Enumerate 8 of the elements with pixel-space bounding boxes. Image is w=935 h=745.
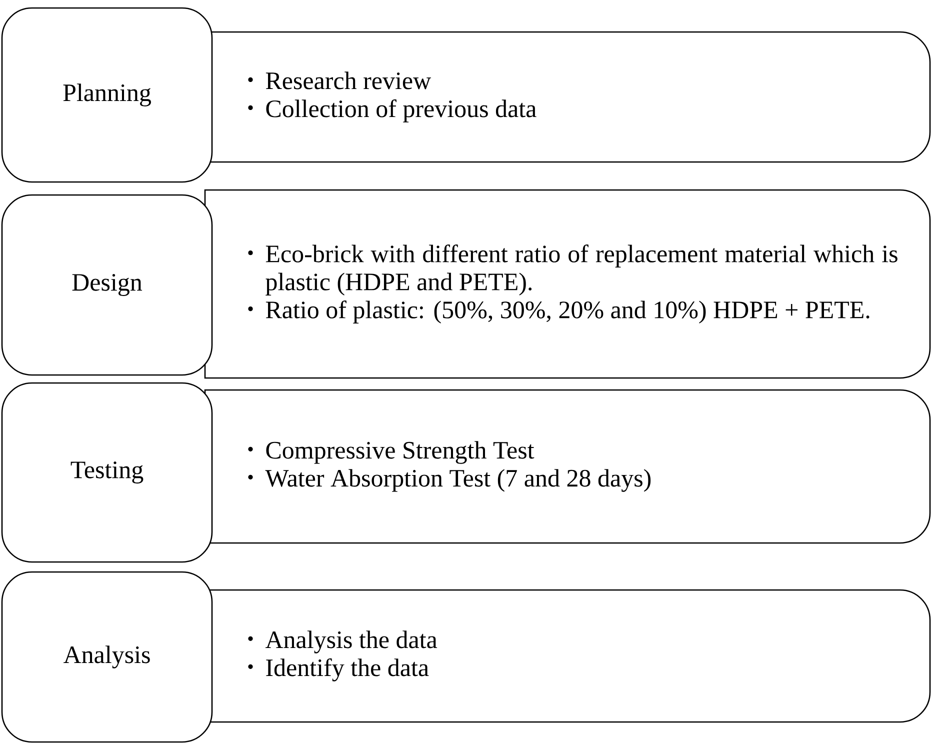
details-box: Analysis the data Identify the data — [204, 589, 931, 723]
stage-box: Testing — [1, 382, 213, 563]
stage-box: Analysis — [1, 571, 213, 743]
details-box: Eco-brick with different ratio of replacement material which is plastic (HDPE and PETE). Ratio of plastic: (50%, 30%, 20% and 10%) HDPE + PETE. — [204, 189, 931, 379]
details-box: Compressive Strength Test Water Absorption Test (7 and 28 days) — [204, 389, 931, 544]
stage-box: Planning — [1, 7, 213, 183]
details-box: Research review Collection of previous data — [204, 31, 931, 163]
stage-box: Design — [1, 194, 213, 376]
